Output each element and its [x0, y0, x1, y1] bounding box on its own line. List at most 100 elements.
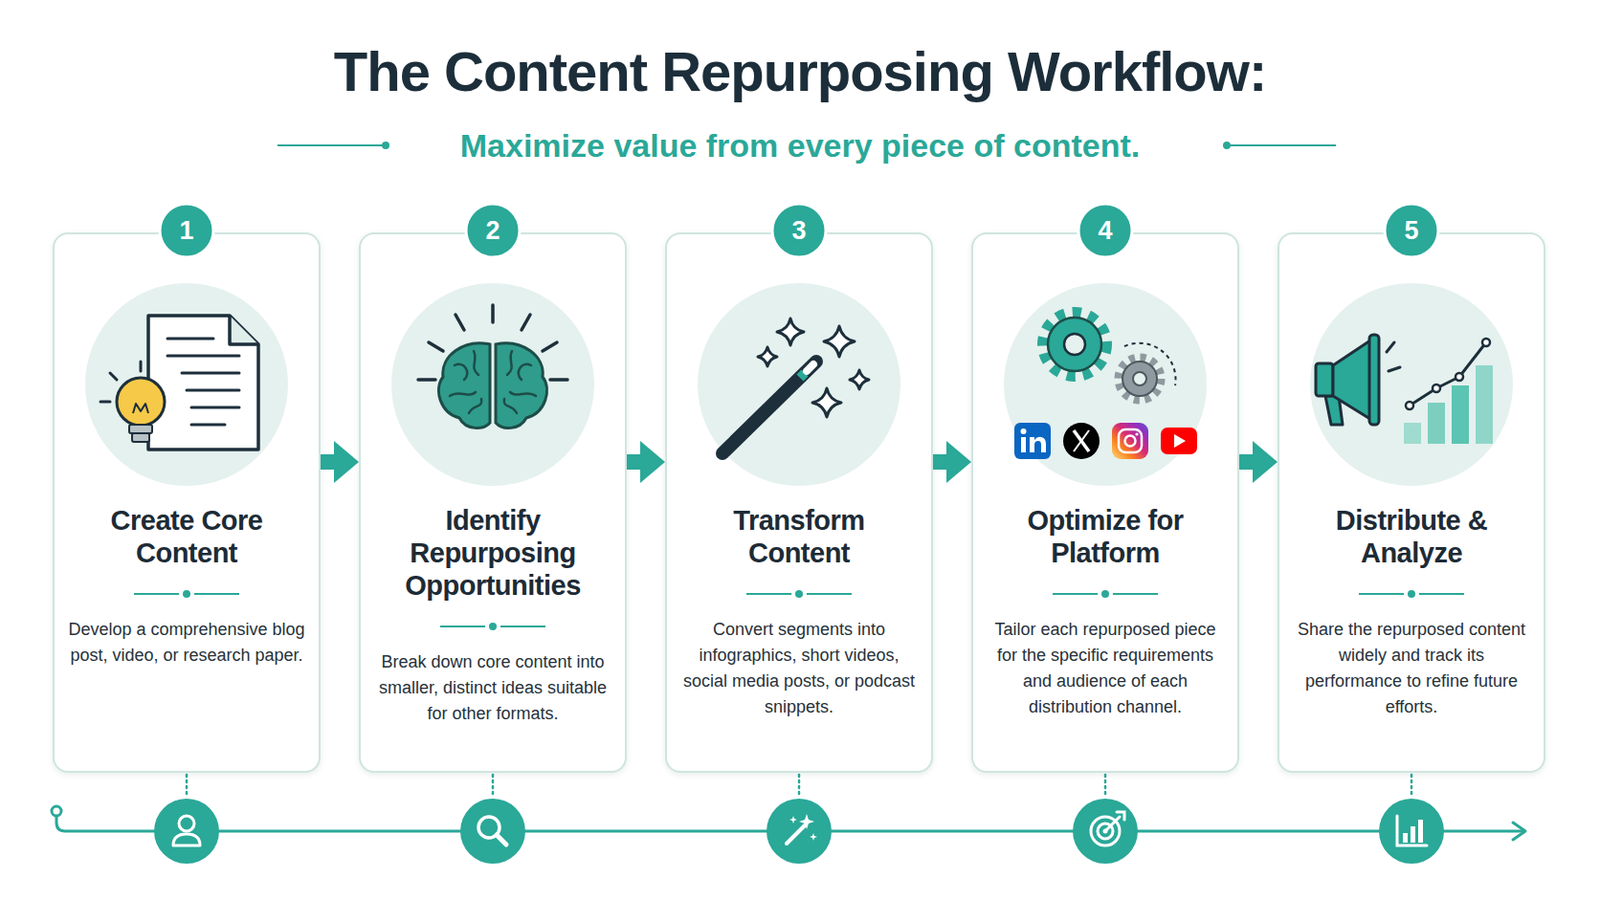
timeline-icon: [1378, 799, 1445, 865]
magic-wand-icon: [757, 347, 778, 367]
document-bulb-icon: [148, 315, 259, 450]
megaphone-chart-icon: [1333, 338, 1374, 422]
gears-social-icon: [1047, 317, 1102, 372]
gears-social-icon: [1029, 437, 1046, 453]
brain-icon: [473, 351, 479, 376]
diagram-title: The Content Repurposing Workflow:: [0, 38, 1600, 106]
gears-social-icon: [1174, 434, 1186, 448]
gears-social-icon: [1073, 430, 1089, 452]
brain-icon: [418, 305, 568, 380]
brain-icon: [428, 342, 444, 352]
timeline-icon: [1116, 812, 1125, 821]
icon-backdrop: [697, 283, 901, 487]
step-heading: Transform Content: [666, 504, 932, 570]
document-bulb-icon: [229, 315, 259, 345]
brain-icon: [542, 342, 557, 352]
megaphone-chart-icon: [1455, 373, 1464, 381]
megaphone-chart-icon: [1403, 422, 1422, 445]
subtitle-rule: [1226, 144, 1336, 147]
step-heading: Distribute & Analyze: [1279, 504, 1544, 570]
dotted-connector: [186, 775, 1412, 799]
flow-arrow: [1239, 454, 1257, 470]
timeline: [1512, 822, 1526, 841]
divider-dot: [182, 590, 191, 599]
heading-divider: [746, 590, 852, 599]
timeline-icon: [1418, 820, 1423, 844]
dotted-connector: [185, 775, 189, 799]
flow-arrow: [933, 454, 951, 470]
step-description: Share the repurposed content widely and …: [1291, 617, 1532, 721]
step-description: Tailor each repurposed piece for the spe…: [985, 617, 1225, 721]
document-bulb-icon: [132, 433, 150, 443]
document-bulb-icon: [139, 361, 143, 372]
gears-social-icon: [1118, 429, 1142, 453]
timeline-icon: [460, 799, 526, 865]
icon-backdrop: [1310, 283, 1513, 487]
icon-backdrop: [85, 283, 1513, 487]
timeline-icon: [809, 833, 818, 842]
timeline-icon: [154, 799, 220, 865]
step-badge: [159, 203, 214, 258]
document-bulb-icon: [167, 338, 240, 425]
gears-social-icon: [1134, 432, 1138, 436]
timeline-icon: [1072, 799, 1138, 865]
timeline-icon: [1402, 833, 1408, 844]
divider-dot: [488, 622, 497, 631]
subtitle-rule: [381, 141, 390, 150]
timeline-icon: [786, 825, 805, 845]
gears-social-icon: [1122, 361, 1157, 397]
document-bulb-icon: [100, 361, 141, 402]
document-bulb-icon: [100, 400, 111, 404]
timeline-icon: [178, 816, 195, 832]
timeline-icon: [1397, 816, 1427, 846]
icon-backdrop: [391, 283, 595, 487]
megaphone-chart-icon: [1475, 365, 1493, 445]
flow-arrow: [626, 454, 645, 470]
step-card: Create Core ContentDevelop a comprehensi…: [52, 232, 321, 774]
document-bulb-icon: [181, 372, 240, 376]
magic-wand-icon: [722, 361, 817, 454]
gears-social-icon: [1043, 312, 1107, 377]
step-heading: Identify Repurposing Opportunities: [360, 504, 625, 602]
step-description: Convert segments into infographics, shor…: [679, 617, 919, 721]
gears-social-icon: [1014, 312, 1198, 460]
megaphone-chart-icon: [1315, 334, 1493, 445]
gears-social-icon: [1063, 422, 1100, 460]
brain-icon: [495, 343, 548, 429]
heading-divider: [133, 590, 240, 599]
gears-social-icon: [1133, 372, 1147, 386]
megaphone-chart-icon: [1432, 384, 1441, 393]
document-bulb-icon: [167, 355, 240, 358]
divider-dot: [1407, 590, 1416, 599]
megaphone-chart-icon: [1388, 367, 1400, 372]
megaphone-chart-icon: [1409, 342, 1487, 406]
brain-icon: [438, 343, 490, 429]
magic-wand-icon: [812, 388, 842, 418]
document-bulb-icon: [129, 424, 153, 434]
timeline-icon: [496, 835, 507, 845]
magic-wand-icon: [800, 373, 805, 378]
document-bulb-icon: [133, 403, 149, 414]
subtitle: Maximize value from every piece of conte…: [321, 124, 1279, 167]
timeline-icon: [799, 814, 815, 830]
step-badge: [772, 203, 826, 258]
brain-icon: [510, 392, 536, 397]
step-card: Distribute & AnalyzeShare the repurposed…: [1277, 232, 1546, 774]
document-bulb-icon: [110, 373, 117, 380]
timeline-icon: [1378, 799, 1445, 865]
divider-dot: [1101, 590, 1110, 599]
timeline-icon: [1105, 817, 1120, 832]
document-bulb-icon: [186, 389, 240, 393]
megaphone-chart-icon: [1427, 402, 1445, 445]
timeline-icon: [154, 799, 220, 865]
gears-social-icon: [1125, 436, 1136, 447]
document-bulb-icon: [167, 337, 214, 341]
timeline-icon: [154, 799, 1445, 865]
subtitle-rule: [277, 144, 386, 147]
step-badge: [1384, 203, 1439, 258]
step-description: Develop a comprehensive blog post, video…: [66, 617, 307, 669]
timeline-icon: [1410, 826, 1416, 844]
flow-arrow: [320, 454, 338, 470]
